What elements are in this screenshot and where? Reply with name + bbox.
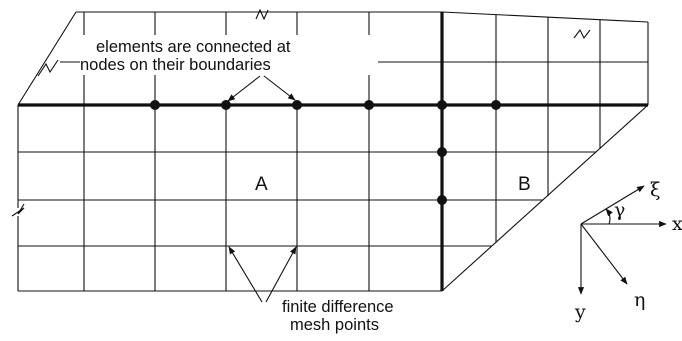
break-mark-left-top (37, 59, 59, 77)
mesh-label-line2: mesh points (290, 316, 379, 334)
coordinate-axes: ξ γ x y η (574, 179, 682, 323)
x-axis-label: x (672, 213, 682, 235)
node (437, 147, 447, 157)
break-mark-left (11, 203, 25, 217)
node (491, 100, 501, 110)
elements-label-line2: nodes on their boundaries (80, 56, 271, 74)
arrow-to-node-left (227, 75, 261, 102)
finite-element-mesh (442, 15, 648, 247)
eta-axis-arrow (580, 223, 628, 285)
node (221, 100, 231, 110)
mesh-points-annotation: finite difference mesh points (228, 246, 394, 334)
elements-annotation: elements are connected at nodes on their… (80, 35, 378, 102)
node (292, 100, 302, 110)
node (364, 100, 374, 110)
gamma-label: γ (614, 199, 625, 221)
region-b-label: B (518, 174, 531, 195)
boundary-nodes (150, 100, 501, 205)
y-axis-label: y (574, 301, 586, 323)
eta-axis-label: η (634, 289, 645, 311)
break-mark-top (255, 8, 269, 21)
node (150, 100, 160, 110)
arrow-to-node-right (263, 75, 296, 101)
arrow-to-mesh-point-left (228, 246, 263, 303)
region-a-label: A (255, 174, 268, 195)
arrow-to-mesh-point-right (265, 246, 297, 303)
xi-axis-label: ξ (650, 179, 660, 201)
break-mark-right (573, 28, 591, 40)
gamma-angle-arc (605, 208, 613, 225)
node (437, 100, 447, 110)
node (437, 195, 447, 205)
mesh-label-line1: finite difference (282, 298, 394, 316)
elements-label-line1: elements are connected at (96, 38, 291, 56)
outer-boundary (11, 8, 649, 292)
xi-axis-arrow (580, 185, 645, 225)
